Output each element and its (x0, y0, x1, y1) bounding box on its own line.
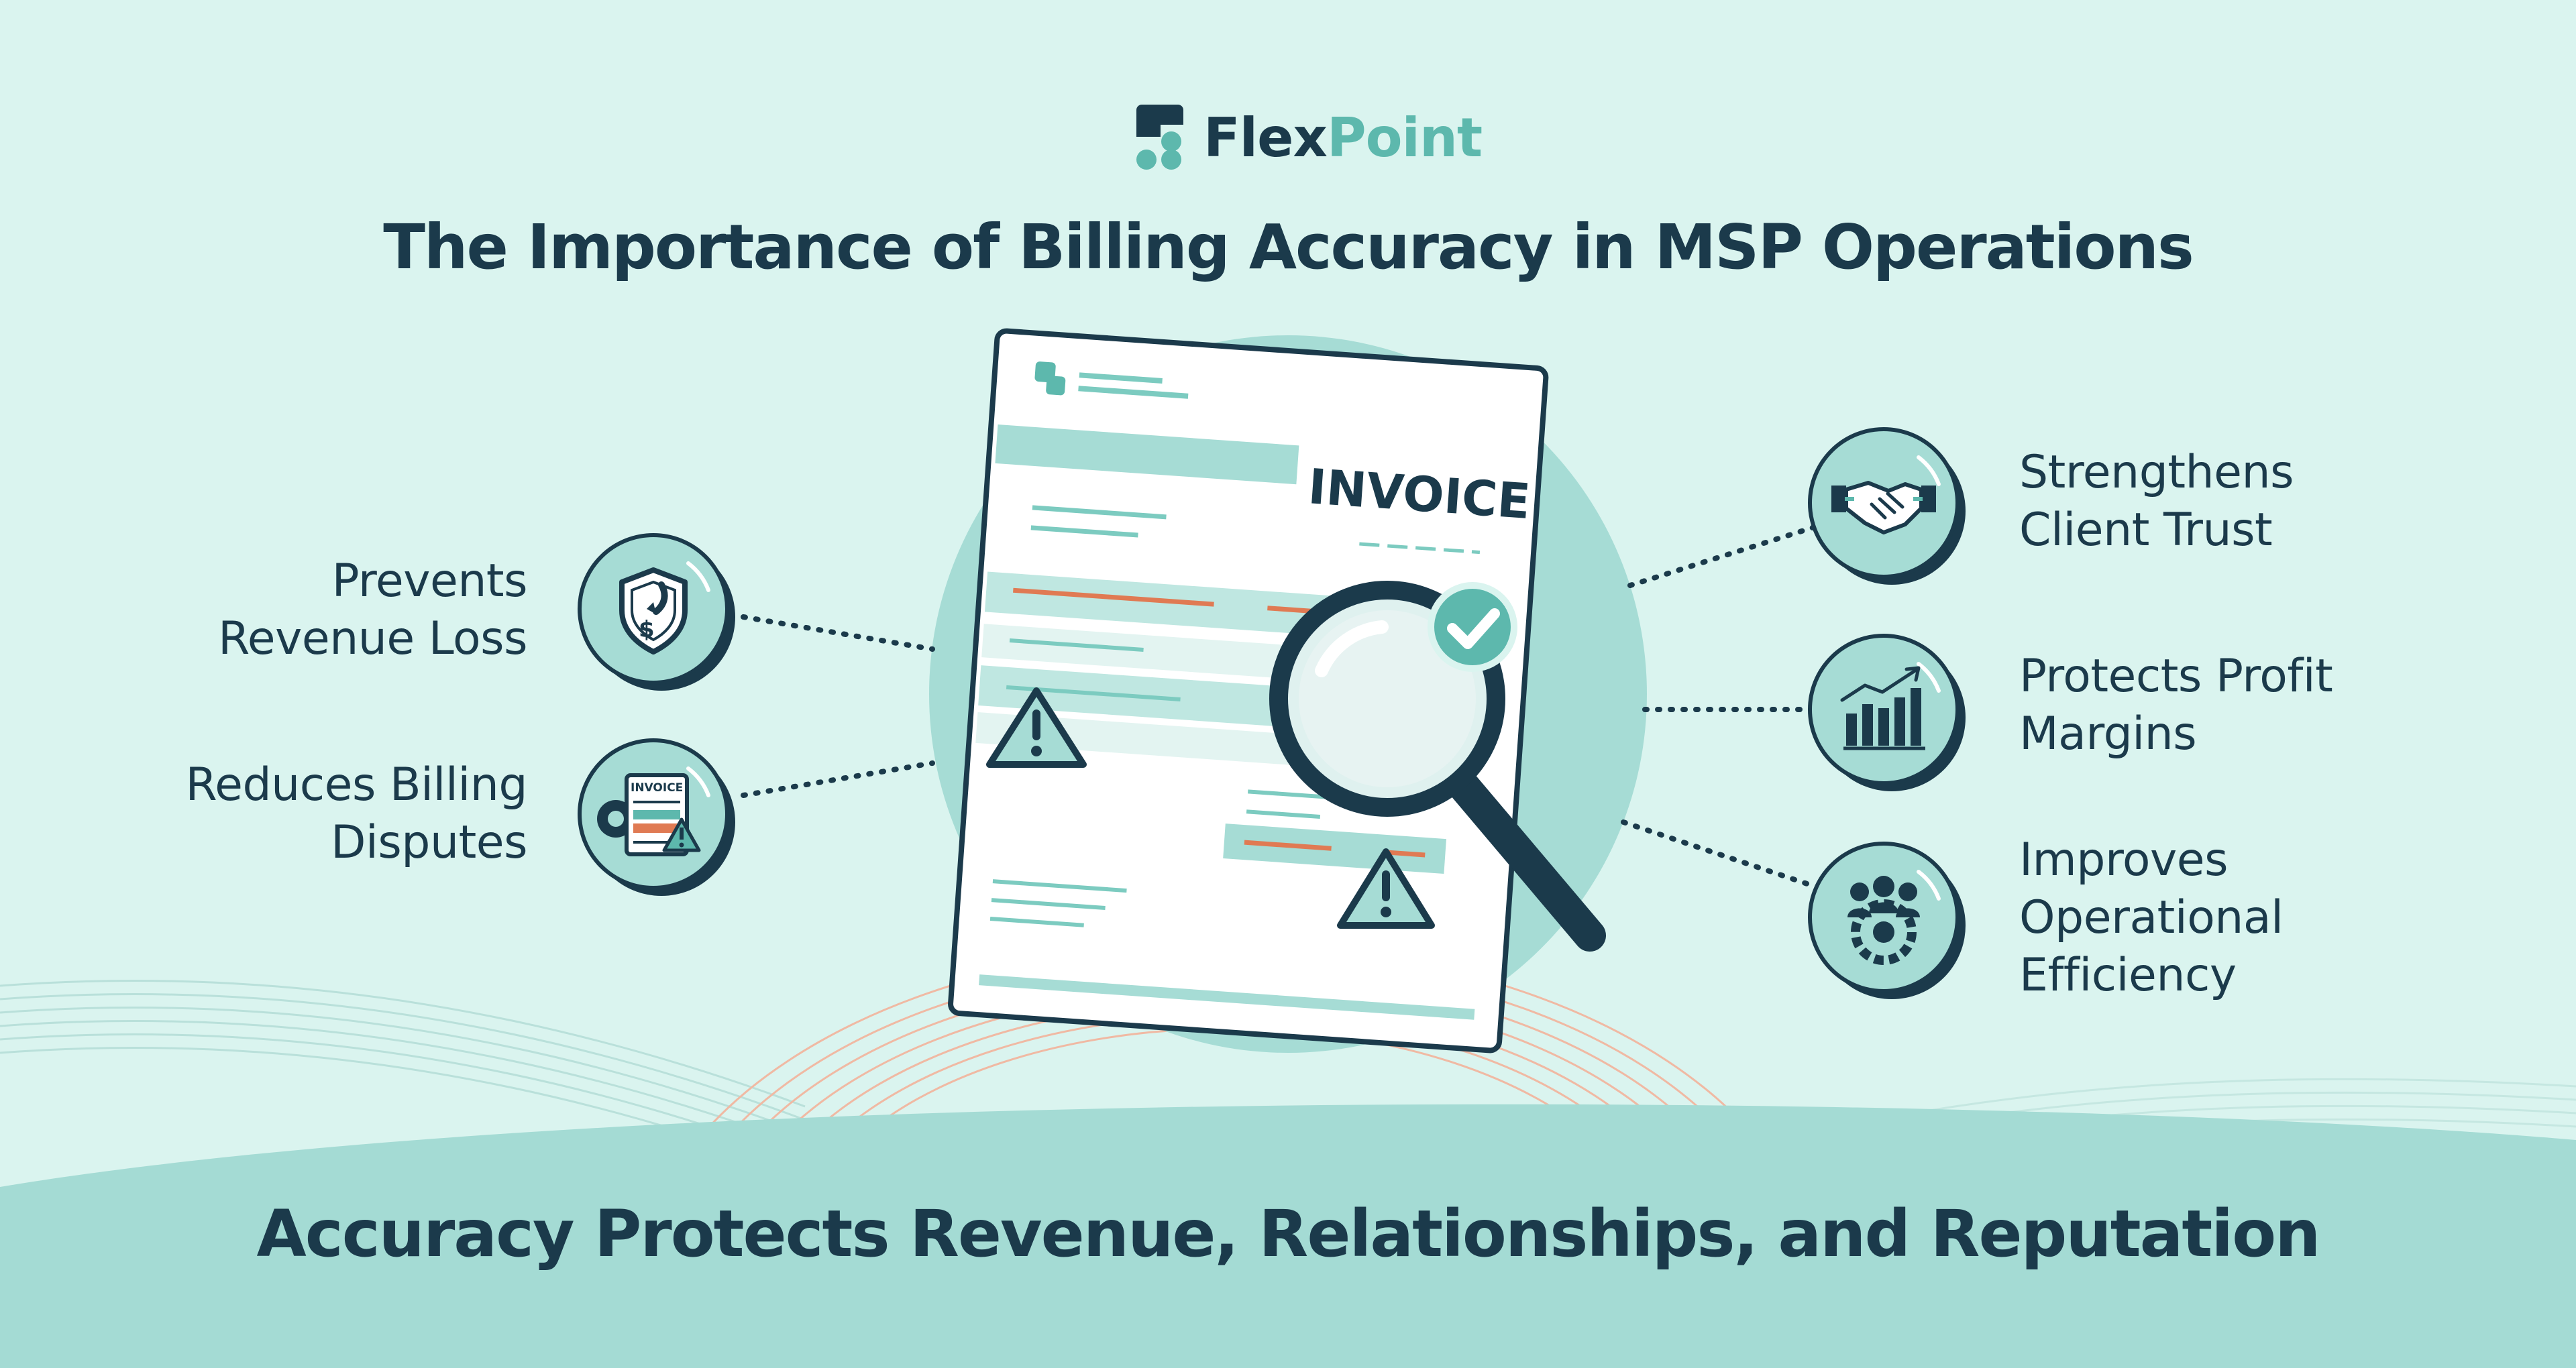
bottom-band (0, 1104, 2576, 1368)
benefit-label-line: Improves (2019, 834, 2229, 887)
shield-dollar-icon: $ (619, 567, 688, 654)
benefit-label-line: Strengthens (2019, 446, 2294, 499)
benefit-icon-circle (1808, 842, 1966, 999)
left-wave-lines (0, 980, 806, 1175)
benefit-protects-profit-margins: Protects Profit Margins (2019, 648, 2435, 763)
invoice-warning-icon: INVOICE (597, 773, 701, 856)
benefit-icon-circle (1808, 427, 1966, 585)
benefit-label-line: Reduces Billing (185, 758, 527, 811)
team-gear-icon (1847, 876, 1920, 965)
benefit-label-line: Disputes (331, 816, 527, 869)
dotted-connectors (741, 524, 1819, 888)
benefit-label-line: Revenue Loss (218, 612, 527, 665)
benefit-label-line: Protects Profit (2019, 650, 2333, 703)
handshake-icon (1831, 481, 1936, 534)
benefit-icon-circle: INVOICE (578, 738, 735, 896)
brand-name-part1: Flex (1203, 107, 1328, 169)
flexpoint-logo-icon (1136, 105, 1183, 170)
benefit-strengthens-client-trust: Strengthens Client Trust (2019, 444, 2435, 559)
brand-name-part2: Point (1326, 107, 1483, 169)
invoice-icon-label: INVOICE (631, 781, 683, 795)
warning-icon (1337, 848, 1435, 929)
brand-name: FlexPoint (1203, 111, 1483, 165)
benefit-label-line: Prevents (331, 555, 528, 608)
svg-text:$: $ (639, 616, 655, 643)
benefit-label-line: Margins (2019, 707, 2197, 760)
benefit-label-line: Client Trust (2019, 504, 2273, 557)
bar-chart-growth-icon (1840, 666, 1925, 750)
benefit-icon-circle (1808, 634, 1966, 791)
benefit-label-line: Operational (2019, 891, 2284, 944)
benefit-improves-operational-efficiency: Improves Operational Efficiency (2019, 832, 2435, 1005)
benefit-label-line: Efficiency (2019, 949, 2237, 1002)
page-title: The Importance of Billing Accuracy in MS… (383, 211, 2194, 283)
brand-logo: FlexPoint (1136, 105, 1483, 172)
warning-icon (986, 687, 1087, 768)
benefit-prevents-revenue-loss: Prevents Revenue Loss (161, 553, 527, 668)
benefit-reduces-billing-disputes: Reduces Billing Disputes (134, 756, 527, 872)
footer-tagline: Accuracy Protects Revenue, Relationships… (256, 1196, 2321, 1271)
magnifying-glass-icon (1269, 581, 1606, 952)
benefit-icon-circle: $ (578, 533, 735, 691)
